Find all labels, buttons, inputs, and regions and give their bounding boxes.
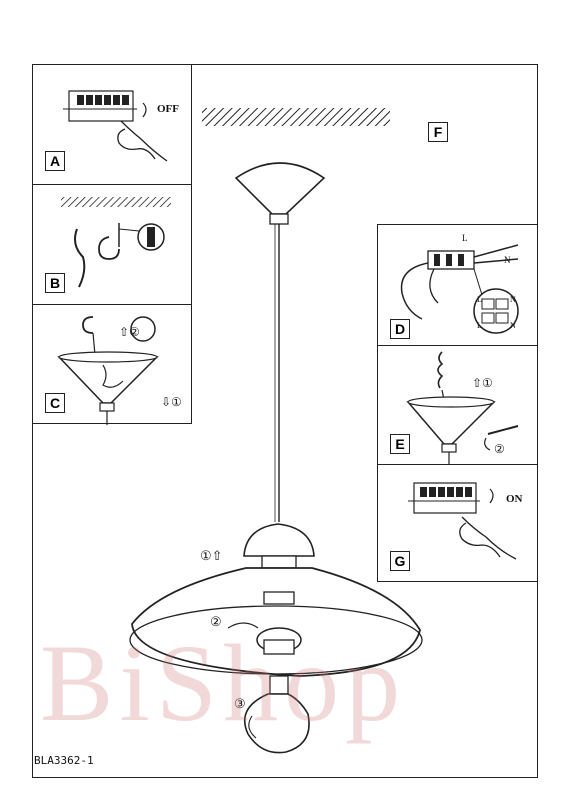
product-code: BLA3362-1 [34,754,94,767]
watermark: BiShop [40,620,406,747]
dome-step-1: ①⇧ [200,548,223,564]
